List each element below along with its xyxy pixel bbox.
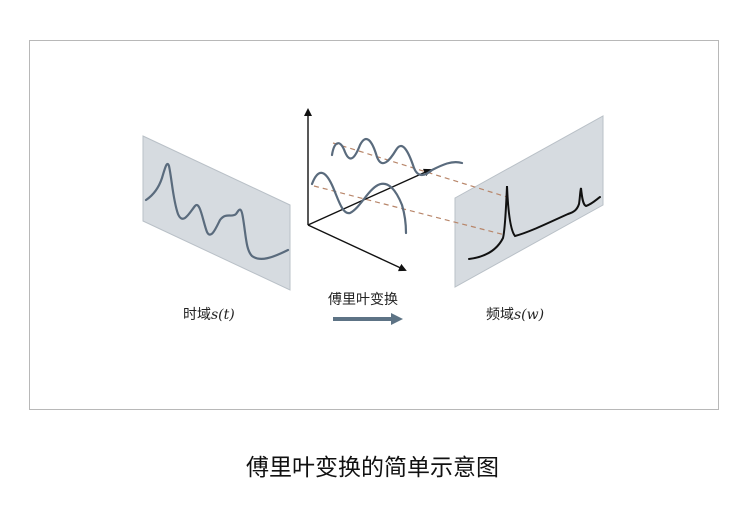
frequency-spectrum-curve <box>468 185 601 260</box>
time-domain-waveform <box>144 162 290 260</box>
figure-frame <box>29 40 719 410</box>
axes-3d <box>304 108 432 272</box>
time-domain-math: s(t) <box>211 307 235 323</box>
figure-caption: 傅里叶变换的简单示意图 <box>246 455 499 481</box>
component-waves <box>310 137 464 235</box>
frequency-domain-math: s(w) <box>514 307 545 323</box>
frequency-domain-panel <box>454 115 604 288</box>
frequency-domain-label: 频域s(w) <box>486 307 545 323</box>
time-domain-panel <box>142 135 291 291</box>
dashed-guides <box>313 142 508 236</box>
time-domain-label: 时域s(t) <box>183 307 235 323</box>
fourier-transform-label: 傅里叶变换 <box>328 292 398 308</box>
